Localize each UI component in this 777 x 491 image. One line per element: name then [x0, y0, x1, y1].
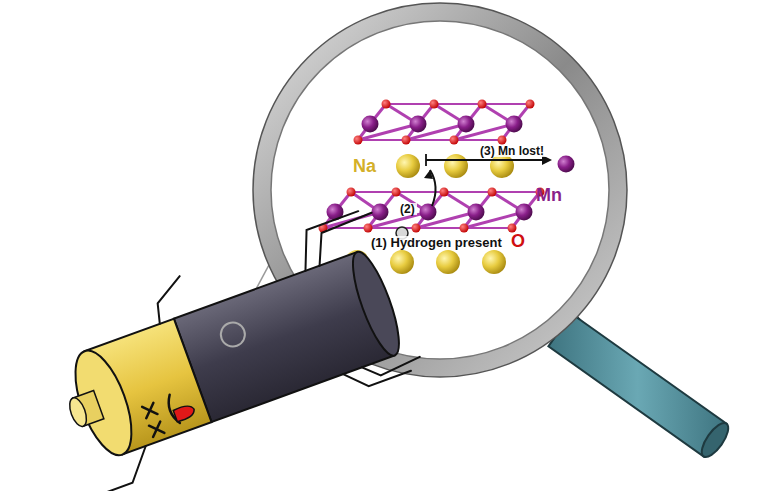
mn-o-layer — [319, 188, 545, 233]
o-atom — [460, 224, 469, 233]
mn-atom — [468, 204, 485, 221]
na-atom — [436, 250, 460, 274]
bond — [368, 227, 416, 229]
na-atom — [444, 154, 468, 178]
bond — [492, 191, 540, 193]
na-atom — [396, 154, 420, 178]
o-atom — [392, 188, 401, 197]
bond — [351, 191, 396, 193]
o-atom — [478, 100, 487, 109]
bond — [464, 227, 512, 229]
o-atom — [354, 136, 363, 145]
o-atom — [364, 224, 373, 233]
o-atom — [430, 100, 439, 109]
callout-label: (1) Hydrogen present — [369, 236, 504, 249]
na-atom — [490, 154, 514, 178]
o-atom — [440, 188, 449, 197]
mn-atom — [458, 116, 475, 133]
loss-arrow — [426, 159, 544, 161]
o-atom — [347, 188, 356, 197]
bond — [386, 103, 434, 105]
bond — [416, 227, 464, 229]
bond — [444, 191, 492, 193]
atom-label: Mn — [536, 186, 562, 204]
battery — [32, 207, 432, 491]
mn-atom — [362, 116, 379, 133]
mn-atom — [506, 116, 523, 133]
bond — [454, 139, 502, 141]
bond — [406, 139, 454, 141]
bond — [358, 139, 406, 141]
mn-atom — [410, 116, 427, 133]
atom-label: Na — [353, 157, 376, 175]
bond — [482, 103, 530, 105]
crystal-structure — [319, 100, 575, 275]
arrow-tail — [425, 154, 427, 166]
na-atom — [482, 250, 506, 274]
atom-label: O — [511, 232, 525, 250]
o-atom — [526, 100, 535, 109]
callout-label: (3) Mn lost! — [478, 145, 546, 157]
na-atom — [390, 250, 414, 274]
mn-o-layer — [354, 100, 535, 145]
o-atom — [402, 136, 411, 145]
callout-number: (2) — [398, 203, 417, 215]
o-atom — [498, 136, 507, 145]
magnifier-handle — [548, 305, 733, 461]
mn-atom — [420, 204, 437, 221]
bond — [434, 103, 482, 105]
mn-atom — [372, 204, 389, 221]
o-atom — [382, 100, 391, 109]
o-atom — [450, 136, 459, 145]
mn-atom — [558, 156, 575, 173]
bond — [396, 191, 444, 193]
arrowhead — [424, 170, 433, 179]
o-atom — [488, 188, 497, 197]
mn-atom — [516, 204, 533, 221]
o-atom — [412, 224, 421, 233]
